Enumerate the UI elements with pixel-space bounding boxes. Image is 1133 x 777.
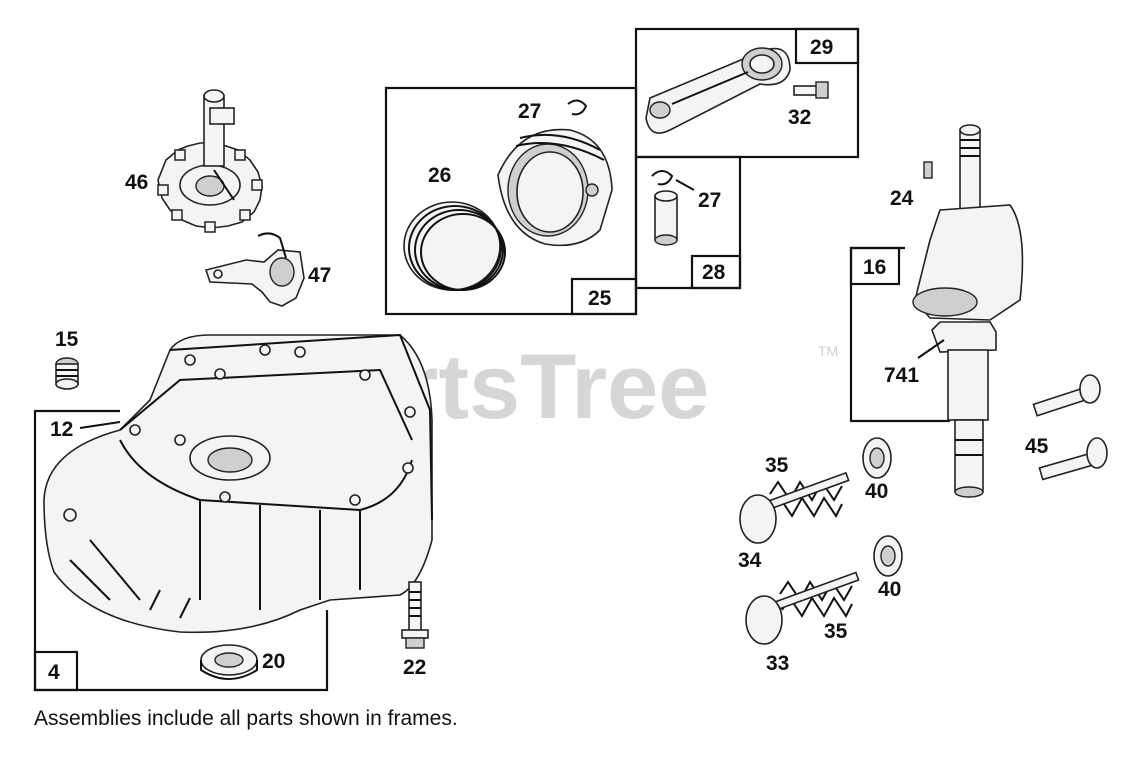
part-741-label: 741 xyxy=(884,364,919,387)
frame-16-label: 16 xyxy=(863,256,886,279)
part-22-label: 22 xyxy=(403,656,426,679)
frame-28: 28 xyxy=(634,155,742,290)
piston-pin-part xyxy=(654,190,678,246)
exhaust-valve-part xyxy=(739,471,850,544)
part-20-label: 20 xyxy=(262,650,285,673)
plug-part xyxy=(55,357,79,390)
rod-bolt-part xyxy=(793,81,829,99)
key-part xyxy=(923,161,933,179)
part-40-label-a: 40 xyxy=(865,480,888,503)
frame-29: 29 xyxy=(634,27,860,159)
frame-4-label: 4 xyxy=(48,661,60,684)
frame-28-label: 28 xyxy=(702,261,726,284)
part-27-label-a: 27 xyxy=(518,100,541,123)
frame-29-label: 29 xyxy=(810,36,833,59)
part-47-label: 47 xyxy=(308,264,331,287)
pin-part-a xyxy=(1032,374,1101,417)
intake-valve-part xyxy=(745,571,860,645)
retainer-part-b xyxy=(873,535,903,577)
frame-16: 16 xyxy=(849,246,950,423)
clip-part-a xyxy=(567,99,588,116)
bolt-part xyxy=(401,581,429,649)
governor-part xyxy=(204,232,305,307)
clip-part-b xyxy=(651,170,674,186)
part-24-label: 24 xyxy=(890,187,914,210)
part-46-label: 46 xyxy=(125,171,148,194)
pin-part-b xyxy=(1038,437,1108,481)
watermark-trademark: TM xyxy=(818,343,838,359)
part-33-label: 33 xyxy=(766,652,789,675)
frame-4: 4 xyxy=(33,409,329,692)
part-35-label-a: 35 xyxy=(765,454,789,477)
piston-rings-part xyxy=(403,201,506,291)
cam-gear-part xyxy=(157,89,263,233)
part-27-label-b: 27 xyxy=(698,189,721,212)
part-35-label-b: 35 xyxy=(824,620,848,643)
part-32-label: 32 xyxy=(788,106,811,129)
crankshaft-part xyxy=(912,124,1024,498)
part-34-label: 34 xyxy=(738,549,762,572)
part-26-label: 26 xyxy=(428,164,451,187)
frame-25-label: 25 xyxy=(588,287,612,310)
part-15-label: 15 xyxy=(55,328,79,351)
seal-part xyxy=(200,644,258,680)
piston-part xyxy=(497,128,613,247)
part-45-label: 45 xyxy=(1025,435,1049,458)
assemblies-note: Assemblies include all parts shown in fr… xyxy=(34,707,458,730)
crankcase-part xyxy=(43,333,433,634)
connecting-rod-part xyxy=(645,47,791,134)
retainer-part-a xyxy=(862,437,892,479)
part-40-label-b: 40 xyxy=(878,578,901,601)
part-12-label: 12 xyxy=(50,418,73,441)
